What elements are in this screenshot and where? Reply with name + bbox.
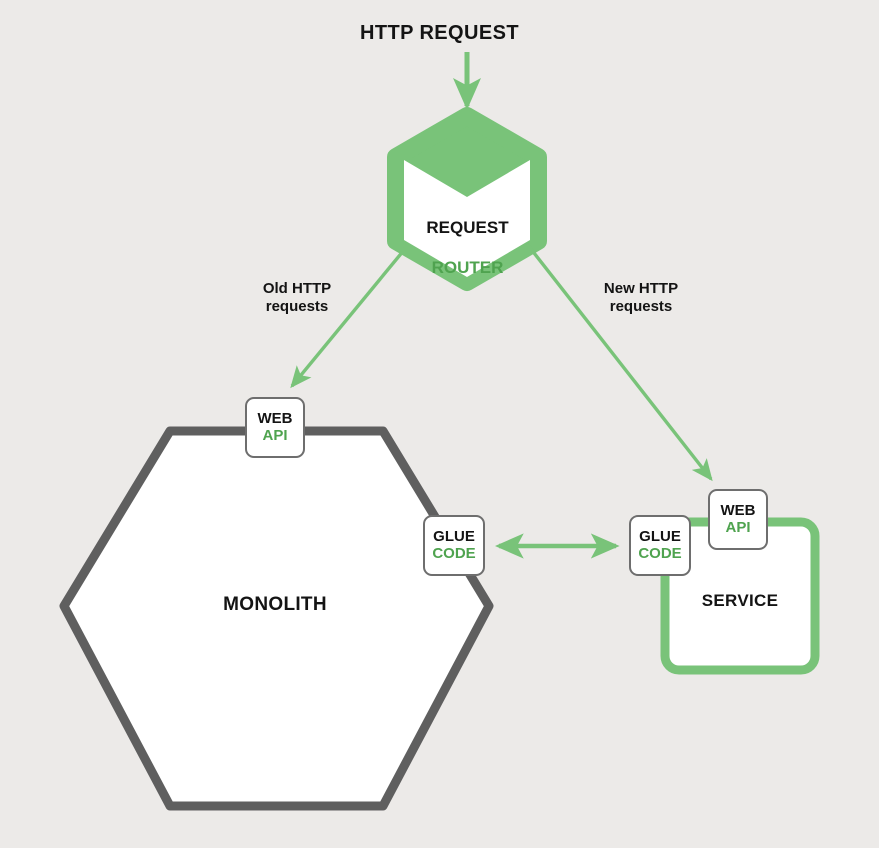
monolith-web-api-box[interactable]: WEB API: [245, 397, 305, 458]
monolith-glue-code-line1: GLUE: [433, 527, 475, 545]
monolith-hexagon: [59, 426, 494, 811]
service-glue-code-box[interactable]: GLUE CODE: [629, 515, 691, 576]
service-web-api-line1: WEB: [720, 501, 756, 519]
service-web-api-line2: API: [725, 518, 751, 536]
router-hexagon-inner: [404, 160, 530, 277]
service-glue-code-line2: CODE: [638, 544, 682, 562]
service-web-api-box[interactable]: WEB API: [708, 489, 768, 550]
monolith-web-api-line1: WEB: [257, 409, 293, 427]
service-glue-code-line1: GLUE: [639, 527, 681, 545]
edge-new-http-requests: [525, 242, 713, 482]
monolith-glue-code-line2: CODE: [432, 544, 476, 562]
monolith-glue-code-box[interactable]: GLUE CODE: [423, 515, 485, 576]
edge-old-http-requests: [290, 242, 411, 389]
monolith-web-api-line2: API: [262, 426, 288, 444]
